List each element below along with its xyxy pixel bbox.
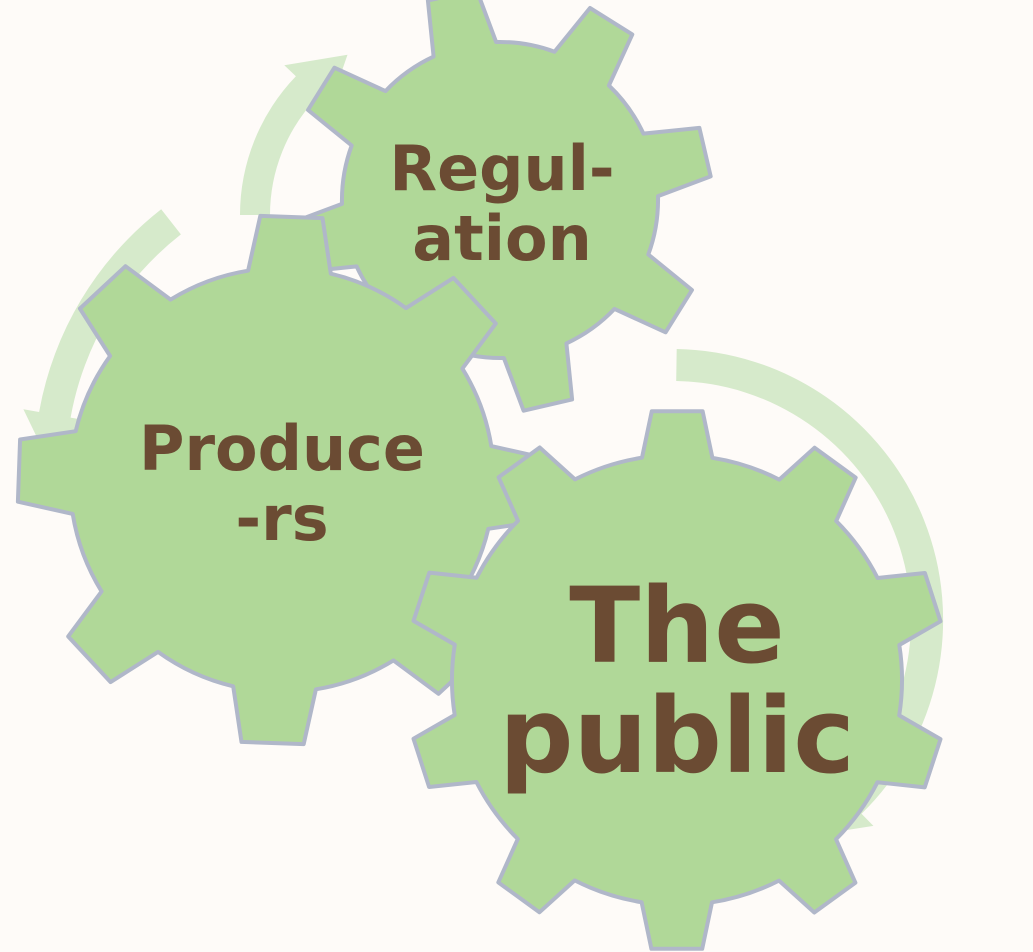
cycle-arrow-down-right — [676, 349, 944, 837]
gear-producers-label-line1: Produce — [139, 412, 425, 485]
gear-producers-label-line2: -rs — [235, 482, 328, 555]
gear-regulation-label-line2: ation — [412, 202, 591, 275]
gear-public-label-line2: public — [499, 675, 855, 797]
gear-producers-shape — [15, 213, 549, 747]
gear-public: The public — [411, 409, 943, 951]
gear-public-shape — [411, 409, 943, 951]
gear-public-label-line1: The — [569, 565, 785, 687]
gear-producers: Produce -rs — [15, 213, 549, 747]
cycle-arrow-down-left — [23, 209, 181, 465]
gear-regulation-label-line1: Regul- — [389, 132, 614, 205]
